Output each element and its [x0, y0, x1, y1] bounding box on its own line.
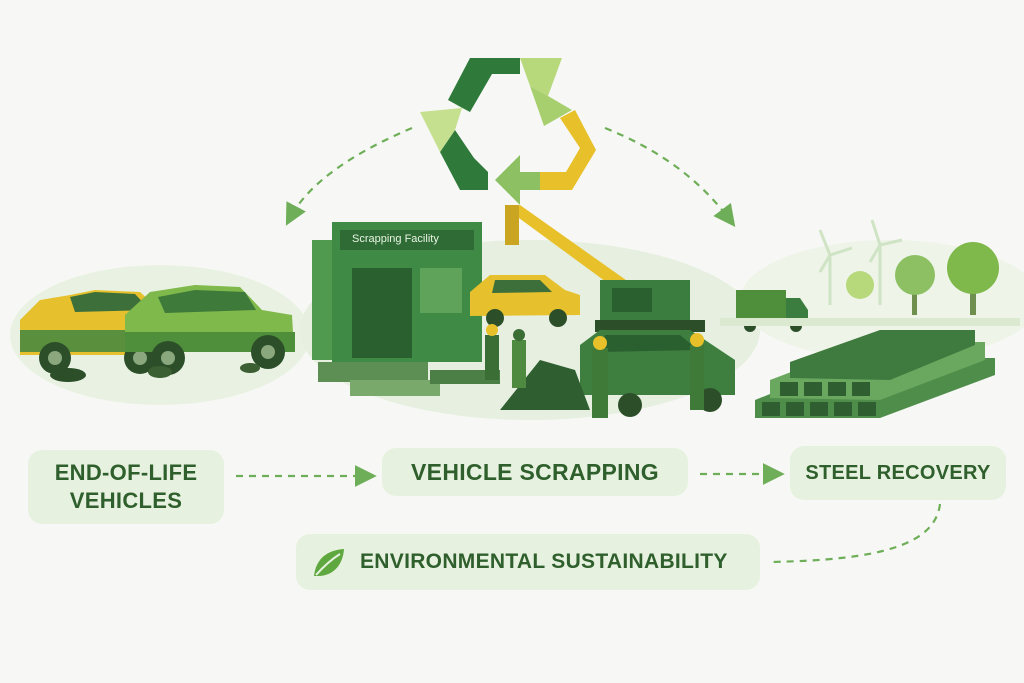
node-vehicle-scrapping: VEHICLE SCRAPPING — [382, 448, 688, 496]
workers — [485, 324, 704, 418]
green-pickup-illustration — [125, 285, 295, 375]
node-steel-recovery-label: STEEL RECOVERY — [805, 461, 991, 484]
crane-illustration — [505, 205, 705, 332]
node-end-of-life-vehicles: END-OF-LIFE VEHICLES — [28, 450, 224, 524]
recycle-icon — [420, 58, 596, 205]
lifted-taxi-illustration — [470, 275, 580, 327]
node-end-of-life-label: END-OF-LIFE VEHICLES — [54, 460, 198, 513]
facility-sign-text: Scrapping Facility — [352, 233, 439, 245]
trees — [846, 242, 999, 315]
node-environmental-sustainability: ENVIRONMENTAL SUSTAINABILITY — [296, 534, 760, 590]
node-sustainability-label: ENVIRONMENTAL SUSTAINABILITY — [360, 550, 728, 573]
cycle-arc-right — [604, 126, 736, 228]
scrap-tires — [50, 363, 260, 382]
wind-turbines — [818, 219, 903, 305]
scrap-pile — [318, 360, 590, 410]
scrapping-facility-building — [312, 222, 482, 362]
leaf-icon — [314, 549, 344, 576]
node-vehicle-scrapping-label: VEHICLE SCRAPPING — [411, 458, 659, 485]
steel-beams-illustration — [755, 330, 995, 418]
node-steel-recovery: STEEL RECOVERY — [790, 446, 1006, 500]
cycle-arc-left — [285, 126, 413, 226]
flow-arrow-3 — [769, 503, 942, 564]
green-ground — [720, 318, 1020, 326]
